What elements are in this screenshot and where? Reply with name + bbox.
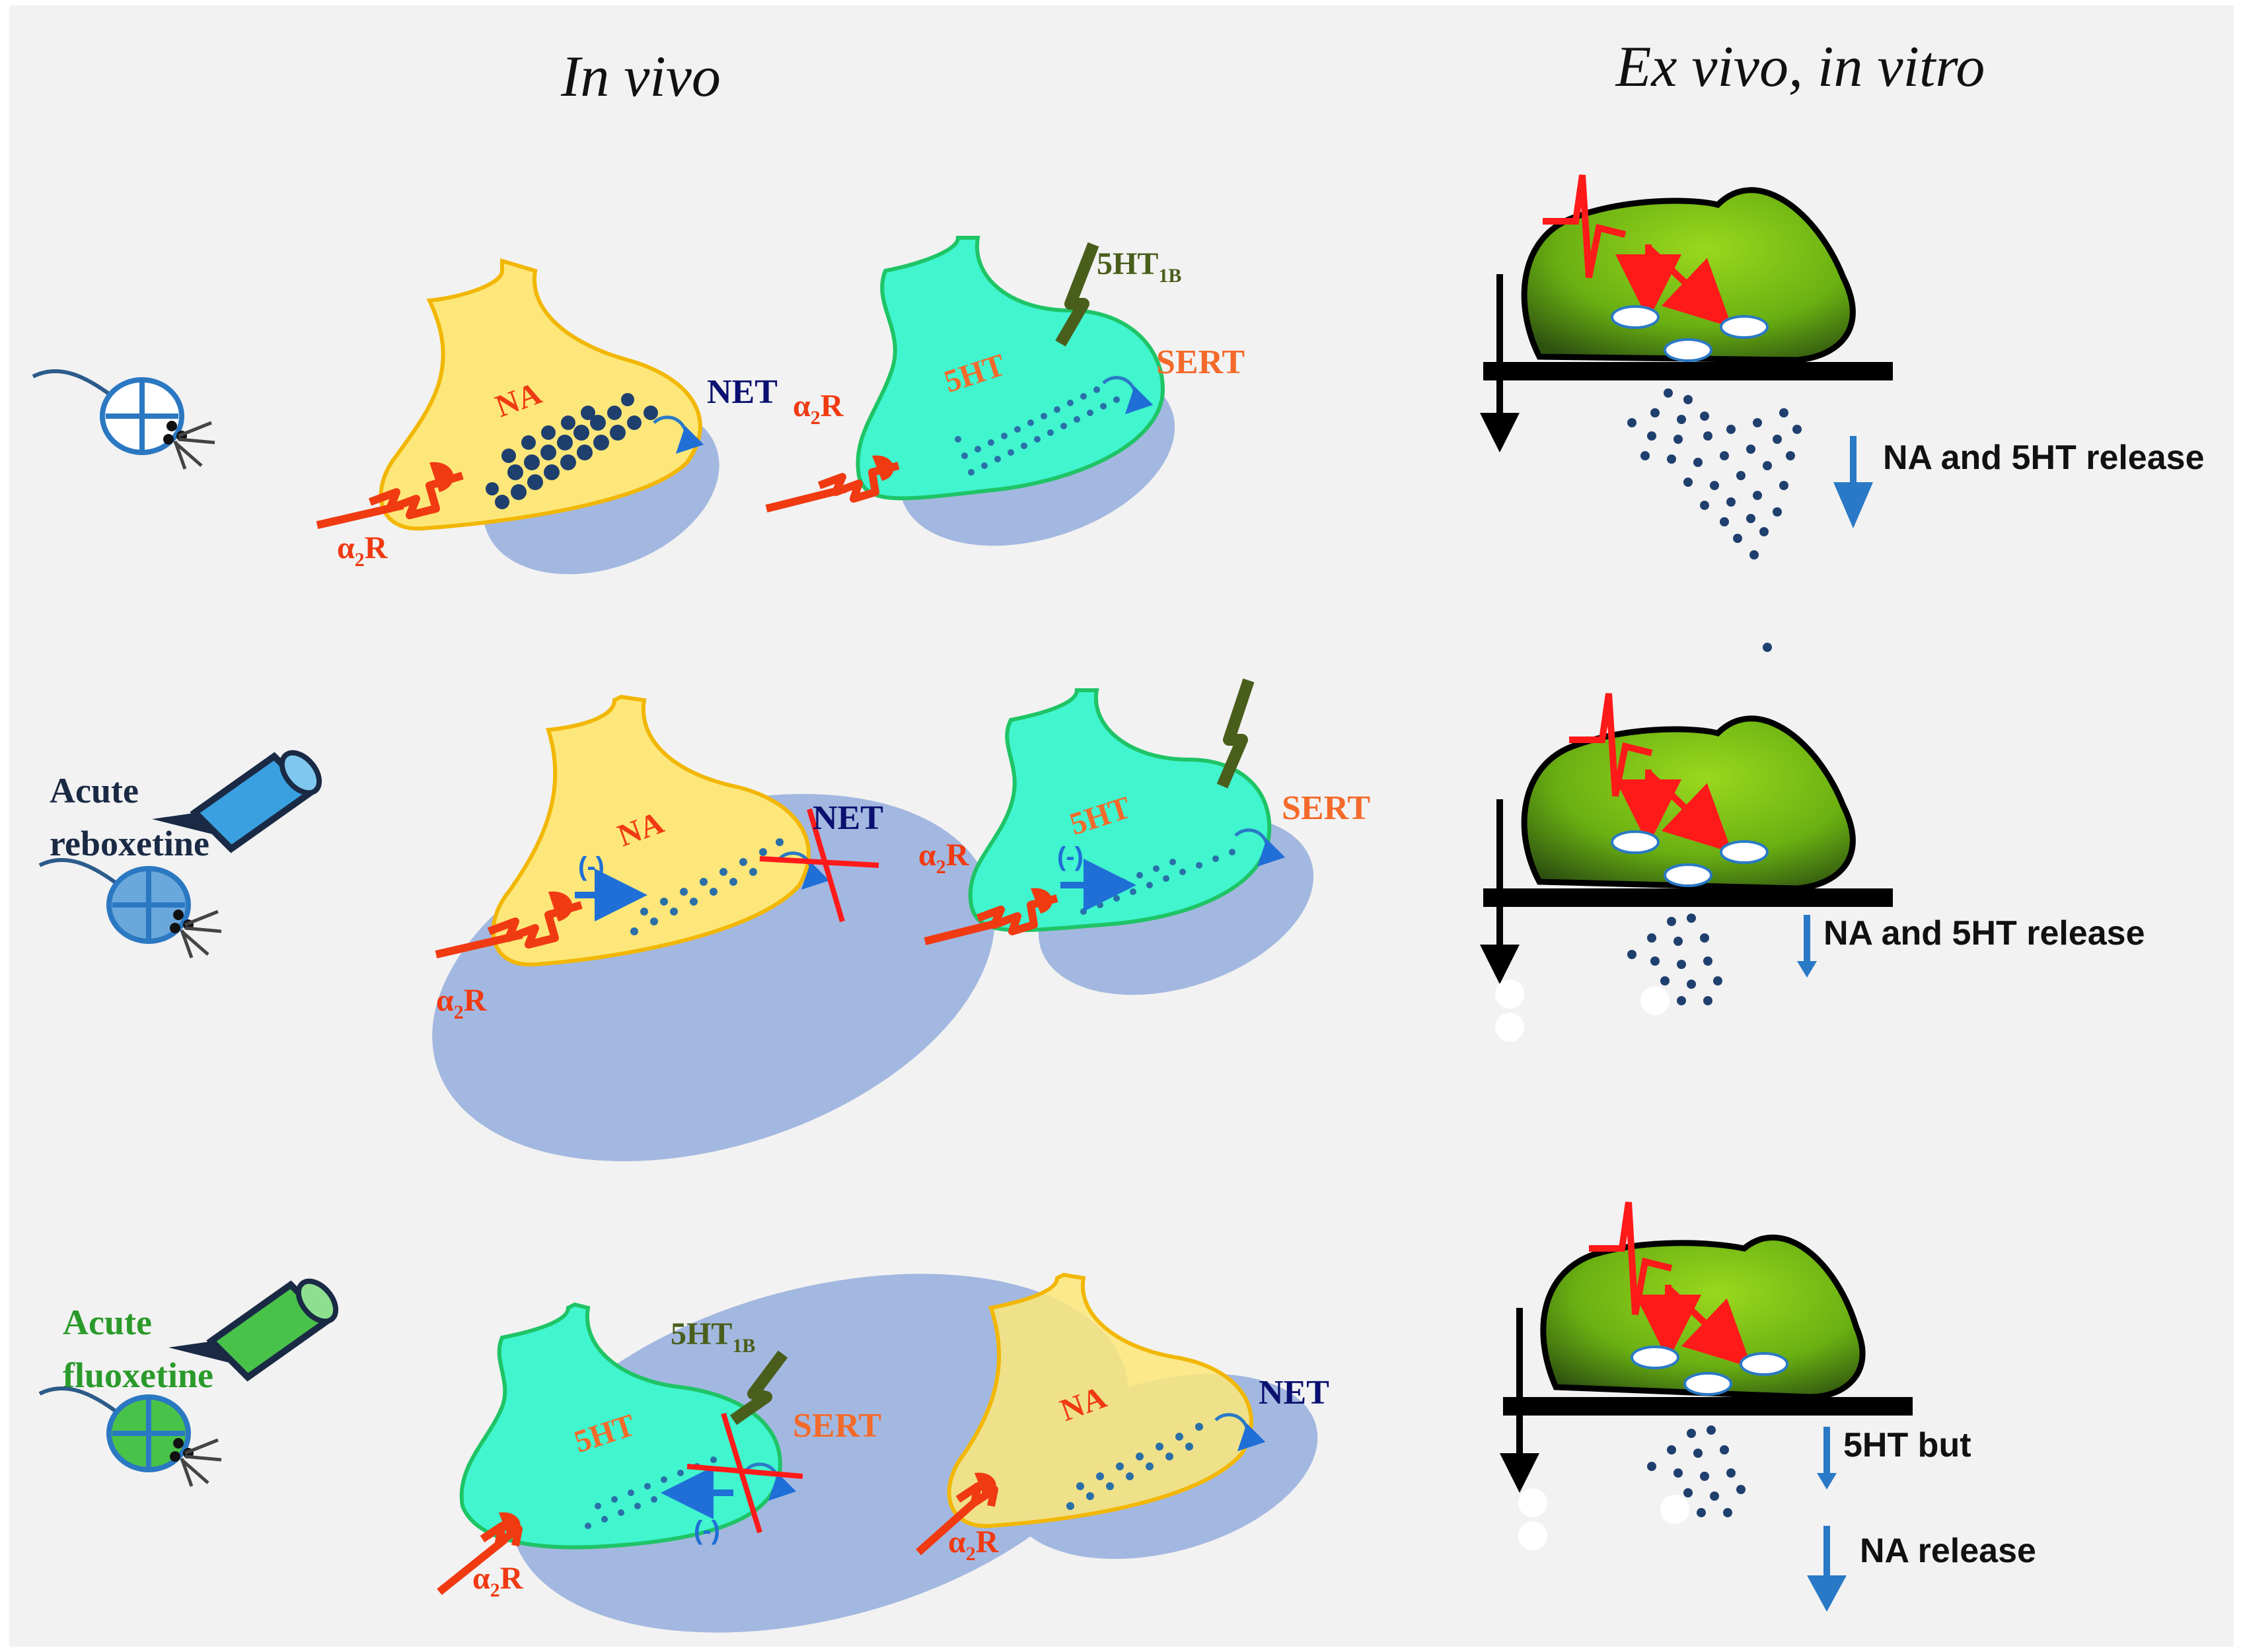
condition-label-reboxetine-1: Acute xyxy=(50,771,139,810)
mouse-icon-reboxetine xyxy=(38,858,222,958)
na-vesicles-reboxetine xyxy=(630,838,784,935)
5ht1b-label: 5HT1B xyxy=(1097,246,1181,287)
syringe-icon-reboxetine xyxy=(152,750,322,853)
net-label-3: NET xyxy=(1259,1374,1329,1412)
alpha2-receptor-na-3: α2R xyxy=(916,1472,1000,1565)
5ht1b-receptor-2 xyxy=(1216,678,1255,789)
net-transporter-icon xyxy=(653,415,704,454)
sert-label-3: SERT xyxy=(793,1407,881,1445)
5ht1b-receptor-control: 5HT1B xyxy=(1055,242,1181,347)
release-text-row3-a: 5HT but xyxy=(1843,1426,1971,1464)
5ht-terminal-reboxetine xyxy=(968,688,1272,933)
sert-transporter-icon xyxy=(1102,376,1154,415)
inhibit-label-na: (-) xyxy=(578,852,605,881)
sert-blocked-cross xyxy=(686,1412,803,1534)
alpha2r-label-4: α2R xyxy=(472,1561,524,1601)
synaptic-cleft-5ht-enlarged xyxy=(509,1274,1129,1633)
5ht1b-label-3: 5HT1B xyxy=(671,1316,755,1357)
5ht-vesicles-control xyxy=(955,386,1120,476)
mouse-icon-control xyxy=(32,369,215,470)
na-vesicles-control xyxy=(486,393,658,509)
row-control: NA NET α2R 5HT SERT xyxy=(32,174,2204,652)
synaptosome-control: NA and 5HT release xyxy=(1480,174,2204,652)
inhibit-label-5ht-3: (-) xyxy=(694,1516,720,1545)
small-down-arrow-icon xyxy=(1797,915,1817,978)
alpha2-receptor-5ht-3: α2R xyxy=(437,1512,524,1601)
alpha2-receptor-na-2: α2R xyxy=(435,891,583,1023)
down-arrow-icon xyxy=(1833,436,1873,528)
row-fluoxetine: Acute fluoxetine 5HT (-) SERT xyxy=(38,1202,2036,1633)
5ht1b-receptor-3: 5HT1B xyxy=(671,1316,788,1425)
alpha2-receptor-5ht xyxy=(765,455,900,513)
header-ex-vivo: Ex vivo, in vitro xyxy=(1615,35,1985,99)
synaptosome-reboxetine: NA and 5HT release xyxy=(1480,693,2145,1042)
small-down-arrow-icon-3 xyxy=(1817,1427,1837,1490)
alpha2-receptor-na: α2R xyxy=(316,462,464,571)
net-blocked-cross xyxy=(759,808,879,923)
na-vesicles-fluoxetine xyxy=(1066,1423,1203,1510)
syringe-icon-fluoxetine xyxy=(168,1278,339,1382)
sert-label-2: SERT xyxy=(1282,789,1370,827)
release-text-row3-b: NA release xyxy=(1860,1532,2036,1570)
alpha2r-label: α2R xyxy=(337,530,388,571)
condition-label-fluoxetine-2: fluoxetine xyxy=(63,1355,213,1395)
mouse-icon-fluoxetine xyxy=(38,1386,222,1487)
alpha2-receptor-5ht-2 xyxy=(924,888,1058,945)
sert-transporter-icon-3 xyxy=(745,1462,797,1501)
5ht-terminal-control xyxy=(856,236,1165,501)
alpha2r-label-5: α2R xyxy=(948,1525,1000,1565)
na-terminal-fluoxetine xyxy=(947,1272,1253,1528)
sert-label: SERT xyxy=(1156,343,1245,381)
row-reboxetine: Acute reboxetine NA (-) NET xyxy=(38,678,2145,1162)
na-terminal-reboxetine xyxy=(491,694,811,967)
condition-label-fluoxetine-1: Acute xyxy=(63,1303,152,1342)
header-in-vivo: In vivo xyxy=(560,45,721,109)
release-text-row1: NA and 5HT release xyxy=(1883,439,2204,477)
sert-transporter-icon-2 xyxy=(1234,828,1286,867)
na-terminal-control xyxy=(379,258,702,531)
synaptosome-fluoxetine: 5HT but NA release xyxy=(1500,1202,2036,1612)
alpha2r-label-mid: α2R xyxy=(793,388,844,429)
net-label: NET xyxy=(707,373,778,411)
condition-label-reboxetine-2: reboxetine xyxy=(50,824,209,863)
alpha2r-label-3: α2R xyxy=(918,838,970,878)
release-text-row2: NA and 5HT release xyxy=(1823,914,2145,952)
inhibit-label-5ht: (-) xyxy=(1057,842,1084,871)
net-transporter-icon-3 xyxy=(1214,1413,1266,1452)
down-arrow-icon-3 xyxy=(1807,1526,1847,1612)
alpha2r-label-2: α2R xyxy=(436,983,488,1023)
net-label-2: NET xyxy=(813,799,883,837)
